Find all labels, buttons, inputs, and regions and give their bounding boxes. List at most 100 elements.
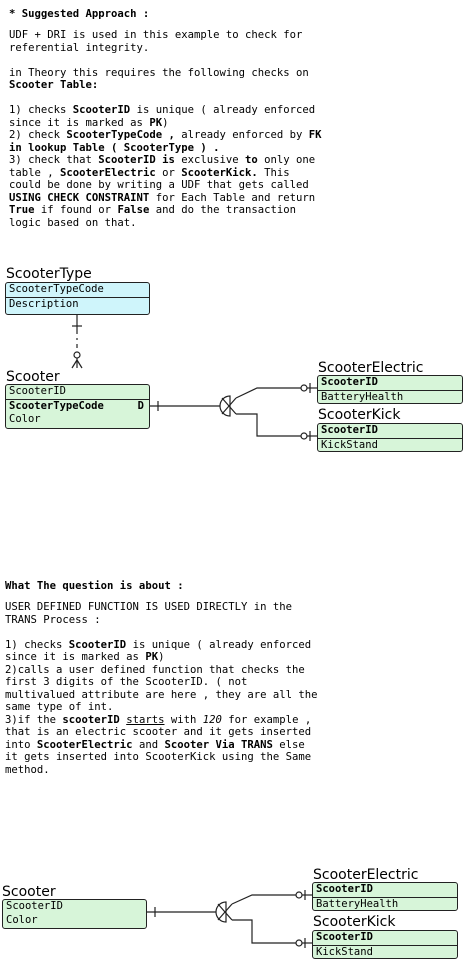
text-run: ScooterTypeCode , <box>66 129 175 141</box>
text-run: for example , <box>221 713 312 726</box>
entity-scootertype[interactable]: ScooterTypeCode Description <box>5 282 150 315</box>
text-run: could be done by writing a UDF that gets… <box>9 179 309 191</box>
text-run: PK <box>145 651 159 663</box>
text-run: else <box>272 738 305 751</box>
text-line: 1) checks ScooterID is unique ( already … <box>9 104 322 117</box>
text-run: ScooterID <box>72 104 131 116</box>
text-run: already enforced by <box>174 129 309 141</box>
question-heading: What The question is about : <box>5 580 184 592</box>
entity-scooterkick-2[interactable]: ScooterID KickStand <box>312 930 458 959</box>
text-run: in lookup Table ( ScooterType ) . <box>9 141 220 154</box>
text-run: for Each Table and return <box>149 191 316 204</box>
text-run: ) <box>158 651 165 663</box>
text-line: in Theory this requires the following ch… <box>9 67 322 80</box>
text-run: Scooter Via TRANS <box>164 738 273 751</box>
entity-scooterelectric[interactable]: ScooterID BatteryHealth <box>317 375 463 404</box>
exclusive-subtype-symbol <box>219 395 231 417</box>
text-run: USING CHECK CONSTRAINT <box>9 191 150 204</box>
text-line: 3)if the scooterID starts with 120 for e… <box>5 714 318 727</box>
field-kickstand: KickStand <box>316 945 373 958</box>
text-run: to <box>245 154 258 166</box>
text-run: table , <box>9 166 61 179</box>
entity-title-scootertype: ScooterType <box>6 266 92 282</box>
field-color: Color <box>6 913 38 926</box>
text-run: logic based on that. <box>9 216 137 229</box>
fk-tag: D <box>137 399 144 412</box>
text-run: USER DEFINED FUNCTION IS USED DIRECTLY i… <box>5 601 293 613</box>
text-run: since it is marked as <box>9 116 150 129</box>
fk-field: ScooterTypeCode D <box>6 400 149 414</box>
exclusive-subtype-symbol-2 <box>215 901 227 923</box>
text-line: since it is marked as PK) <box>5 651 318 664</box>
text-line: True if found or False and do the transa… <box>9 204 322 217</box>
entity-scooterelectric-2[interactable]: ScooterID BatteryHealth <box>312 882 458 911</box>
text-line: it gets inserted into ScooterKick using … <box>5 751 318 764</box>
text-run: is unique ( already enforced <box>130 104 316 116</box>
field-batteryhealth: BatteryHealth <box>316 897 399 910</box>
entity-title-scooter-2: Scooter <box>2 884 56 900</box>
text-run: 3)if the <box>5 713 63 726</box>
text-run: starts <box>126 713 165 726</box>
fk-field-name: ScooterTypeCode <box>9 399 104 412</box>
text-run: with <box>164 713 203 726</box>
text-run: 1) checks <box>5 638 69 651</box>
entity-title-scooterkick-2: ScooterKick <box>313 914 396 930</box>
text-run: UDF + DRI is used in this example to che… <box>9 29 303 41</box>
text-line: in lookup Table ( ScooterType ) . <box>9 142 322 155</box>
entity-scooter[interactable]: ScooterID ScooterTypeCode D Color <box>5 384 150 429</box>
text-run: 2)calls a user defined function that che… <box>5 663 305 676</box>
pk-field: ScooterID <box>6 385 149 400</box>
pk-field: ScooterID <box>313 931 457 946</box>
text-run: is unique ( already enforced <box>126 638 312 651</box>
text-run: PK <box>149 116 163 129</box>
text-run: it gets inserted into ScooterKick using … <box>5 751 312 763</box>
text-run: 120 <box>202 713 222 726</box>
connector-scootertype-scooter <box>71 314 83 369</box>
entity-title-scooterelectric-2: ScooterElectric <box>313 867 419 883</box>
entity-title-scooter: Scooter <box>6 369 60 385</box>
text-run: FK <box>308 129 322 141</box>
field-kickstand: KickStand <box>321 438 378 451</box>
text-run: since it is marked as <box>5 651 146 663</box>
text-line: 1) checks ScooterID is unique ( already … <box>5 639 318 652</box>
text-line: that is an electric scooter and it gets … <box>5 726 318 739</box>
text-run: first 3 digits of the ScooterID. ( not <box>5 676 248 688</box>
text-line: method. <box>5 764 318 777</box>
text-line: USER DEFINED FUNCTION IS USED DIRECTLY i… <box>5 601 318 614</box>
text-run: into <box>5 738 37 751</box>
pk-field: ScooterID <box>313 883 457 898</box>
text-line: could be done by writing a UDF that gets… <box>9 179 322 192</box>
field-scooterid: ScooterID <box>6 900 63 912</box>
text-run: scooterID <box>62 713 120 726</box>
suggested-approach-body: UDF + DRI is used in this example to che… <box>9 29 322 229</box>
text-run: ScooterID <box>68 638 127 651</box>
pk-field: ScooterID <box>318 376 462 391</box>
text-line: 2)calls a user defined function that che… <box>5 664 318 677</box>
text-line: USING CHECK CONSTRAINT for Each Table an… <box>9 192 322 205</box>
text-run: TRANS Process : <box>5 613 101 626</box>
text-line: referential integrity. <box>9 42 322 55</box>
text-run: referential integrity. <box>9 41 150 54</box>
text-line: into ScooterElectric and Scooter Via TRA… <box>5 739 318 752</box>
text-line: TRANS Process : <box>5 614 318 627</box>
text-line: 3) check that ScooterID is exclusive to … <box>9 154 322 167</box>
text-run: 3) check that <box>9 154 99 166</box>
text-run: or <box>155 166 182 179</box>
text-run: multivalued attribute are here , they ar… <box>5 688 318 701</box>
text-run: exclusive <box>174 154 246 166</box>
text-line: same type of int. <box>5 701 318 714</box>
field-color: Color <box>9 413 41 425</box>
connector-scooter-subtype <box>149 383 317 441</box>
text-run: ScooterElectric <box>60 166 156 179</box>
entity-scooterkick[interactable]: ScooterID KickStand <box>317 423 463 452</box>
text-run: This <box>257 166 290 179</box>
text-run: that is an electric scooter and it gets … <box>5 726 312 738</box>
question-body: USER DEFINED FUNCTION IS USED DIRECTLY i… <box>5 601 318 776</box>
text-run: only one <box>257 154 316 166</box>
entity-scooter-2[interactable]: ScooterID Color <box>2 899 147 929</box>
text-run: ScooterID is <box>98 154 175 166</box>
text-run: same type of int. <box>5 701 114 713</box>
pk-field: ScooterID <box>318 424 462 439</box>
text-run: Scooter Table: <box>9 79 99 91</box>
